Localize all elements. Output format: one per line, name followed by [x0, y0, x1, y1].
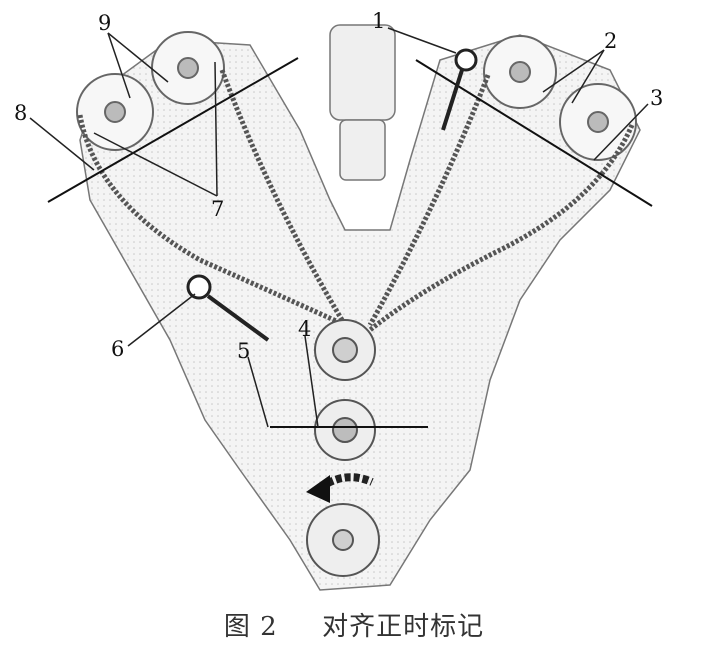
oil-pump-sprocket	[306, 503, 380, 577]
engine-block	[79, 34, 641, 591]
callout-2: 2	[604, 29, 617, 53]
oil-filter-housing	[329, 24, 396, 181]
right-exhaust-cam-sprocket	[559, 83, 637, 161]
leader-lines	[29, 27, 649, 428]
callout-1: 1	[372, 9, 385, 33]
right-tensioner-lock-pin	[441, 48, 478, 131]
rotation-arrow	[306, 473, 374, 503]
callout-3: 3	[650, 86, 663, 110]
left-tensioner-lock-pin	[186, 274, 270, 342]
timing-chains	[77, 69, 635, 332]
callout-7: 7	[211, 197, 224, 221]
callout-5: 5	[237, 339, 250, 363]
callout-8: 8	[14, 101, 27, 125]
left-intake-cam-sprocket	[76, 73, 154, 151]
alignment-lines	[47, 57, 653, 428]
figure-caption-text: 对齐正时标记	[322, 612, 485, 642]
right-intake-cam-sprocket	[483, 35, 557, 109]
callout-4: 4	[298, 317, 311, 341]
callout-9: 9	[98, 11, 111, 35]
figure-caption: 图 2 对齐正时标记	[0, 606, 708, 643]
callout-6: 6	[111, 337, 124, 361]
left-exhaust-cam-sprocket	[151, 31, 225, 105]
crankshaft-sprocket	[314, 399, 376, 461]
figure-caption-label: 图 2	[223, 612, 278, 642]
idler-sprocket	[314, 319, 376, 381]
